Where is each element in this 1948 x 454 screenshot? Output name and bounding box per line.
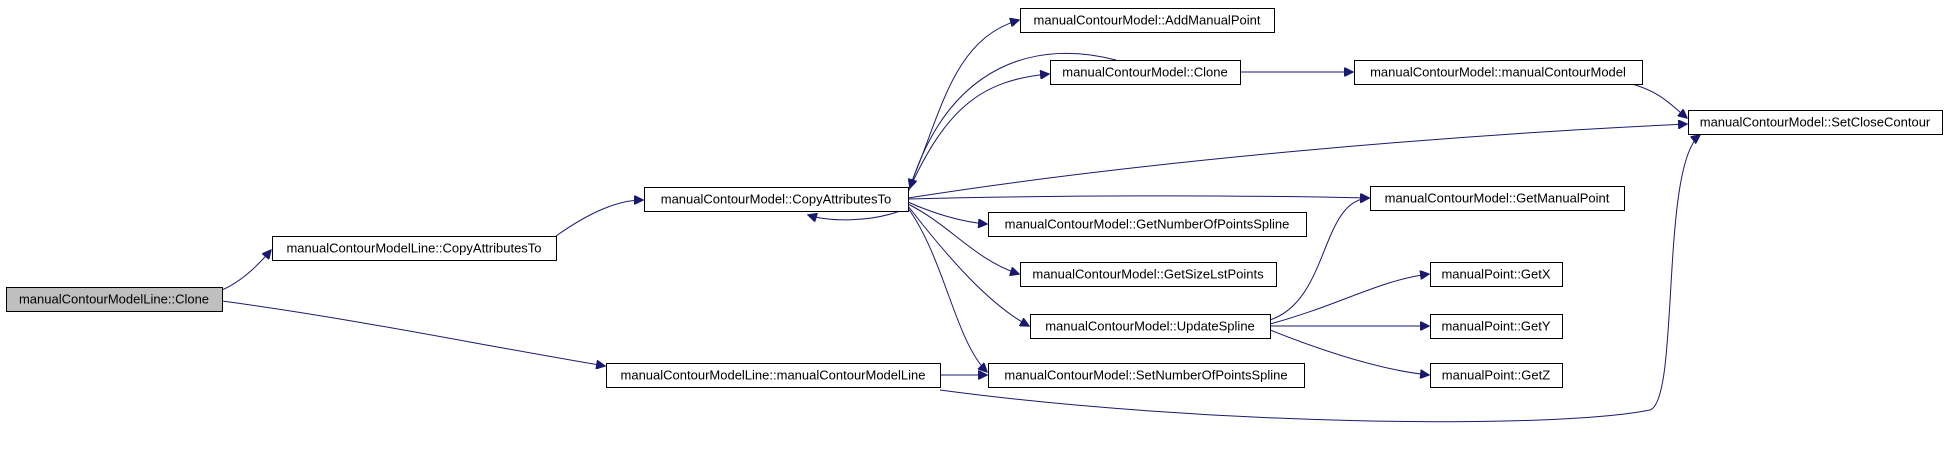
edge-n0-to-n3: [221, 300, 605, 366]
node-label: manualPoint::GetY: [1441, 318, 1550, 333]
node-n12[interactable]: manualContourModel::SetNumberOfPointsSpl…: [988, 363, 1305, 388]
node-box: [1020, 262, 1277, 287]
node-box: [644, 187, 909, 212]
node-n8[interactable]: manualContourModel::GetManualPoint: [1370, 186, 1625, 211]
node-box: [1430, 314, 1563, 339]
node-box: [1050, 60, 1241, 85]
edge-n5-to-n2: [910, 52, 1117, 188]
node-box: [272, 236, 557, 261]
node-label: manualPoint::GetX: [1441, 266, 1550, 281]
edge-n0-to-n1: [221, 250, 271, 291]
edges-layer: [221, 20, 1700, 423]
node-label: manualContourModel::GetManualPoint: [1385, 190, 1610, 205]
edge-n2-to-n8: [907, 196, 1369, 199]
edge-n2-to-n9: [907, 201, 987, 224]
node-label: manualContourModel::GetNumberOfPointsSpl…: [1005, 216, 1290, 231]
node-n5[interactable]: manualContourModel::Clone: [1050, 60, 1241, 85]
edge-n2-to-n5: [907, 74, 1049, 193]
node-n10[interactable]: manualContourModel::GetSizeLstPoints: [1020, 262, 1277, 287]
node-box: [988, 212, 1307, 237]
node-label: manualContourModelLine::Clone: [19, 291, 209, 306]
node-label: manualContourModel::GetSizeLstPoints: [1032, 266, 1264, 281]
node-n2[interactable]: manualContourModel::CopyAttributesTo: [644, 187, 909, 212]
node-box: [1020, 8, 1275, 33]
edge-n2-to-n2: [808, 210, 901, 220]
node-n4[interactable]: manualContourModel::AddManualPoint: [1020, 8, 1275, 33]
edge-n11-to-n13: [1269, 274, 1429, 325]
node-box: [6, 287, 223, 312]
node-n6[interactable]: manualContourModel::manualContourModel: [1354, 60, 1643, 85]
node-label: manualContourModel::CopyAttributesTo: [661, 191, 892, 206]
edge-n2-to-n11: [907, 205, 1029, 326]
node-label: manualContourModelLine::manualContourMod…: [621, 367, 926, 382]
node-n9[interactable]: manualContourModel::GetNumberOfPointsSpl…: [988, 212, 1307, 237]
node-box: [1030, 314, 1271, 339]
edge-n11-to-n15: [1269, 329, 1429, 375]
node-label: manualContourModelLine::CopyAttributesTo: [286, 240, 541, 255]
edge-n6-to-n7: [1631, 83, 1687, 118]
edge-n2-to-n4: [907, 20, 1019, 191]
node-label: manualContourModel::SetNumberOfPointsSpl…: [1004, 367, 1287, 382]
node-label: manualContourModel::SetCloseContour: [1700, 114, 1931, 129]
node-box: [1354, 60, 1643, 85]
node-label: manualContourModel::manualContourModel: [1370, 64, 1626, 79]
node-box: [988, 363, 1305, 388]
node-label: manualContourModel::UpdateSpline: [1045, 318, 1255, 333]
node-n7[interactable]: manualContourModel::SetCloseContour: [1688, 110, 1943, 135]
node-label: manualContourModel::Clone: [1062, 64, 1227, 79]
node-n11[interactable]: manualContourModel::UpdateSpline: [1030, 314, 1271, 339]
edge-n3-to-n7: [939, 135, 1700, 423]
node-n1[interactable]: manualContourModelLine::CopyAttributesTo: [272, 236, 557, 261]
node-box: [606, 363, 941, 388]
edge-n2-to-n10: [907, 203, 1019, 274]
node-label: manualContourModel::AddManualPoint: [1034, 12, 1261, 27]
nodes-layer: manualContourModelLine::ClonemanualConto…: [6, 8, 1943, 388]
edge-n11-to-n8: [1269, 198, 1369, 321]
node-box: [1430, 363, 1563, 388]
node-n14[interactable]: manualPoint::GetY: [1430, 314, 1563, 339]
edge-n2-to-n7: [907, 124, 1687, 199]
node-label: manualPoint::GetZ: [1442, 367, 1550, 382]
node-n3[interactable]: manualContourModelLine::manualContourMod…: [606, 363, 941, 388]
node-n15[interactable]: manualPoint::GetZ: [1430, 363, 1563, 388]
node-n13[interactable]: manualPoint::GetX: [1430, 262, 1563, 287]
node-n0[interactable]: manualContourModelLine::Clone: [6, 287, 223, 312]
node-box: [1688, 110, 1943, 135]
node-box: [1430, 262, 1563, 287]
node-box: [1370, 186, 1625, 211]
edge-n1-to-n2: [555, 200, 643, 237]
edge-n2-to-n12: [907, 207, 987, 372]
